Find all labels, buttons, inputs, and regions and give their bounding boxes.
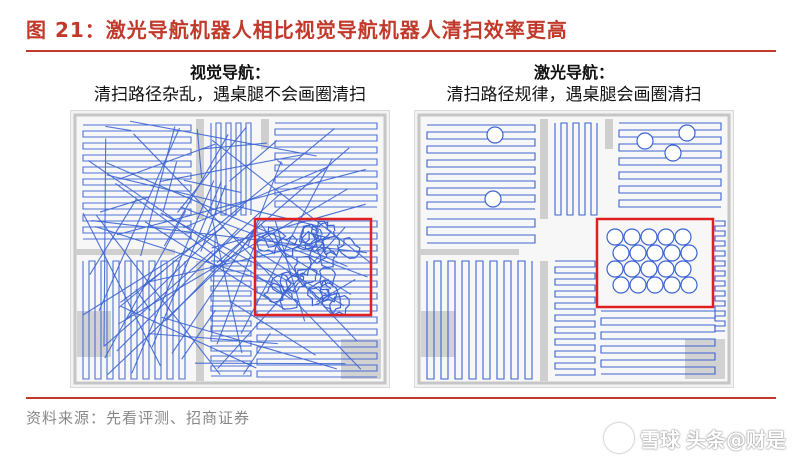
panel-left-header: 视觉导航： 清扫路径杂乱，遇桌腿不会画圈清扫 [70, 62, 390, 106]
panel-right-header: 激光导航： 清扫路径规律，遇桌腿会画圈清扫 [414, 62, 734, 106]
title-divider [26, 50, 776, 52]
watermark-account: 头条@财是 [686, 427, 786, 452]
panel-right-caption: 清扫路径规律，遇桌腿会画圈清扫 [446, 85, 702, 105]
visual-navigation-path-image [73, 113, 387, 385]
source-note: 资料来源：先看评测、招商证券 [26, 409, 251, 427]
visual-navigation-map [70, 110, 390, 388]
panel-left-caption: 清扫路径杂乱，遇桌腿不会画圈清扫 [94, 85, 366, 105]
laser-navigation-map [414, 110, 734, 388]
watermark: 雪球 头条@财是 [604, 423, 786, 453]
table-legs-highlight-box [595, 217, 715, 309]
watermark-brand: 雪球 [640, 427, 680, 452]
figure-title: 图 21：激光导航机器人相比视觉导航机器人清扫效率更高 [26, 18, 568, 42]
panel-right-heading: 激光导航： [533, 63, 614, 82]
table-legs-highlight-box [253, 217, 373, 317]
source-divider [26, 397, 776, 399]
laser-navigation-path-image [417, 113, 731, 385]
snowball-logo-icon [604, 423, 634, 453]
panel-left-heading: 视觉导航： [189, 63, 270, 82]
